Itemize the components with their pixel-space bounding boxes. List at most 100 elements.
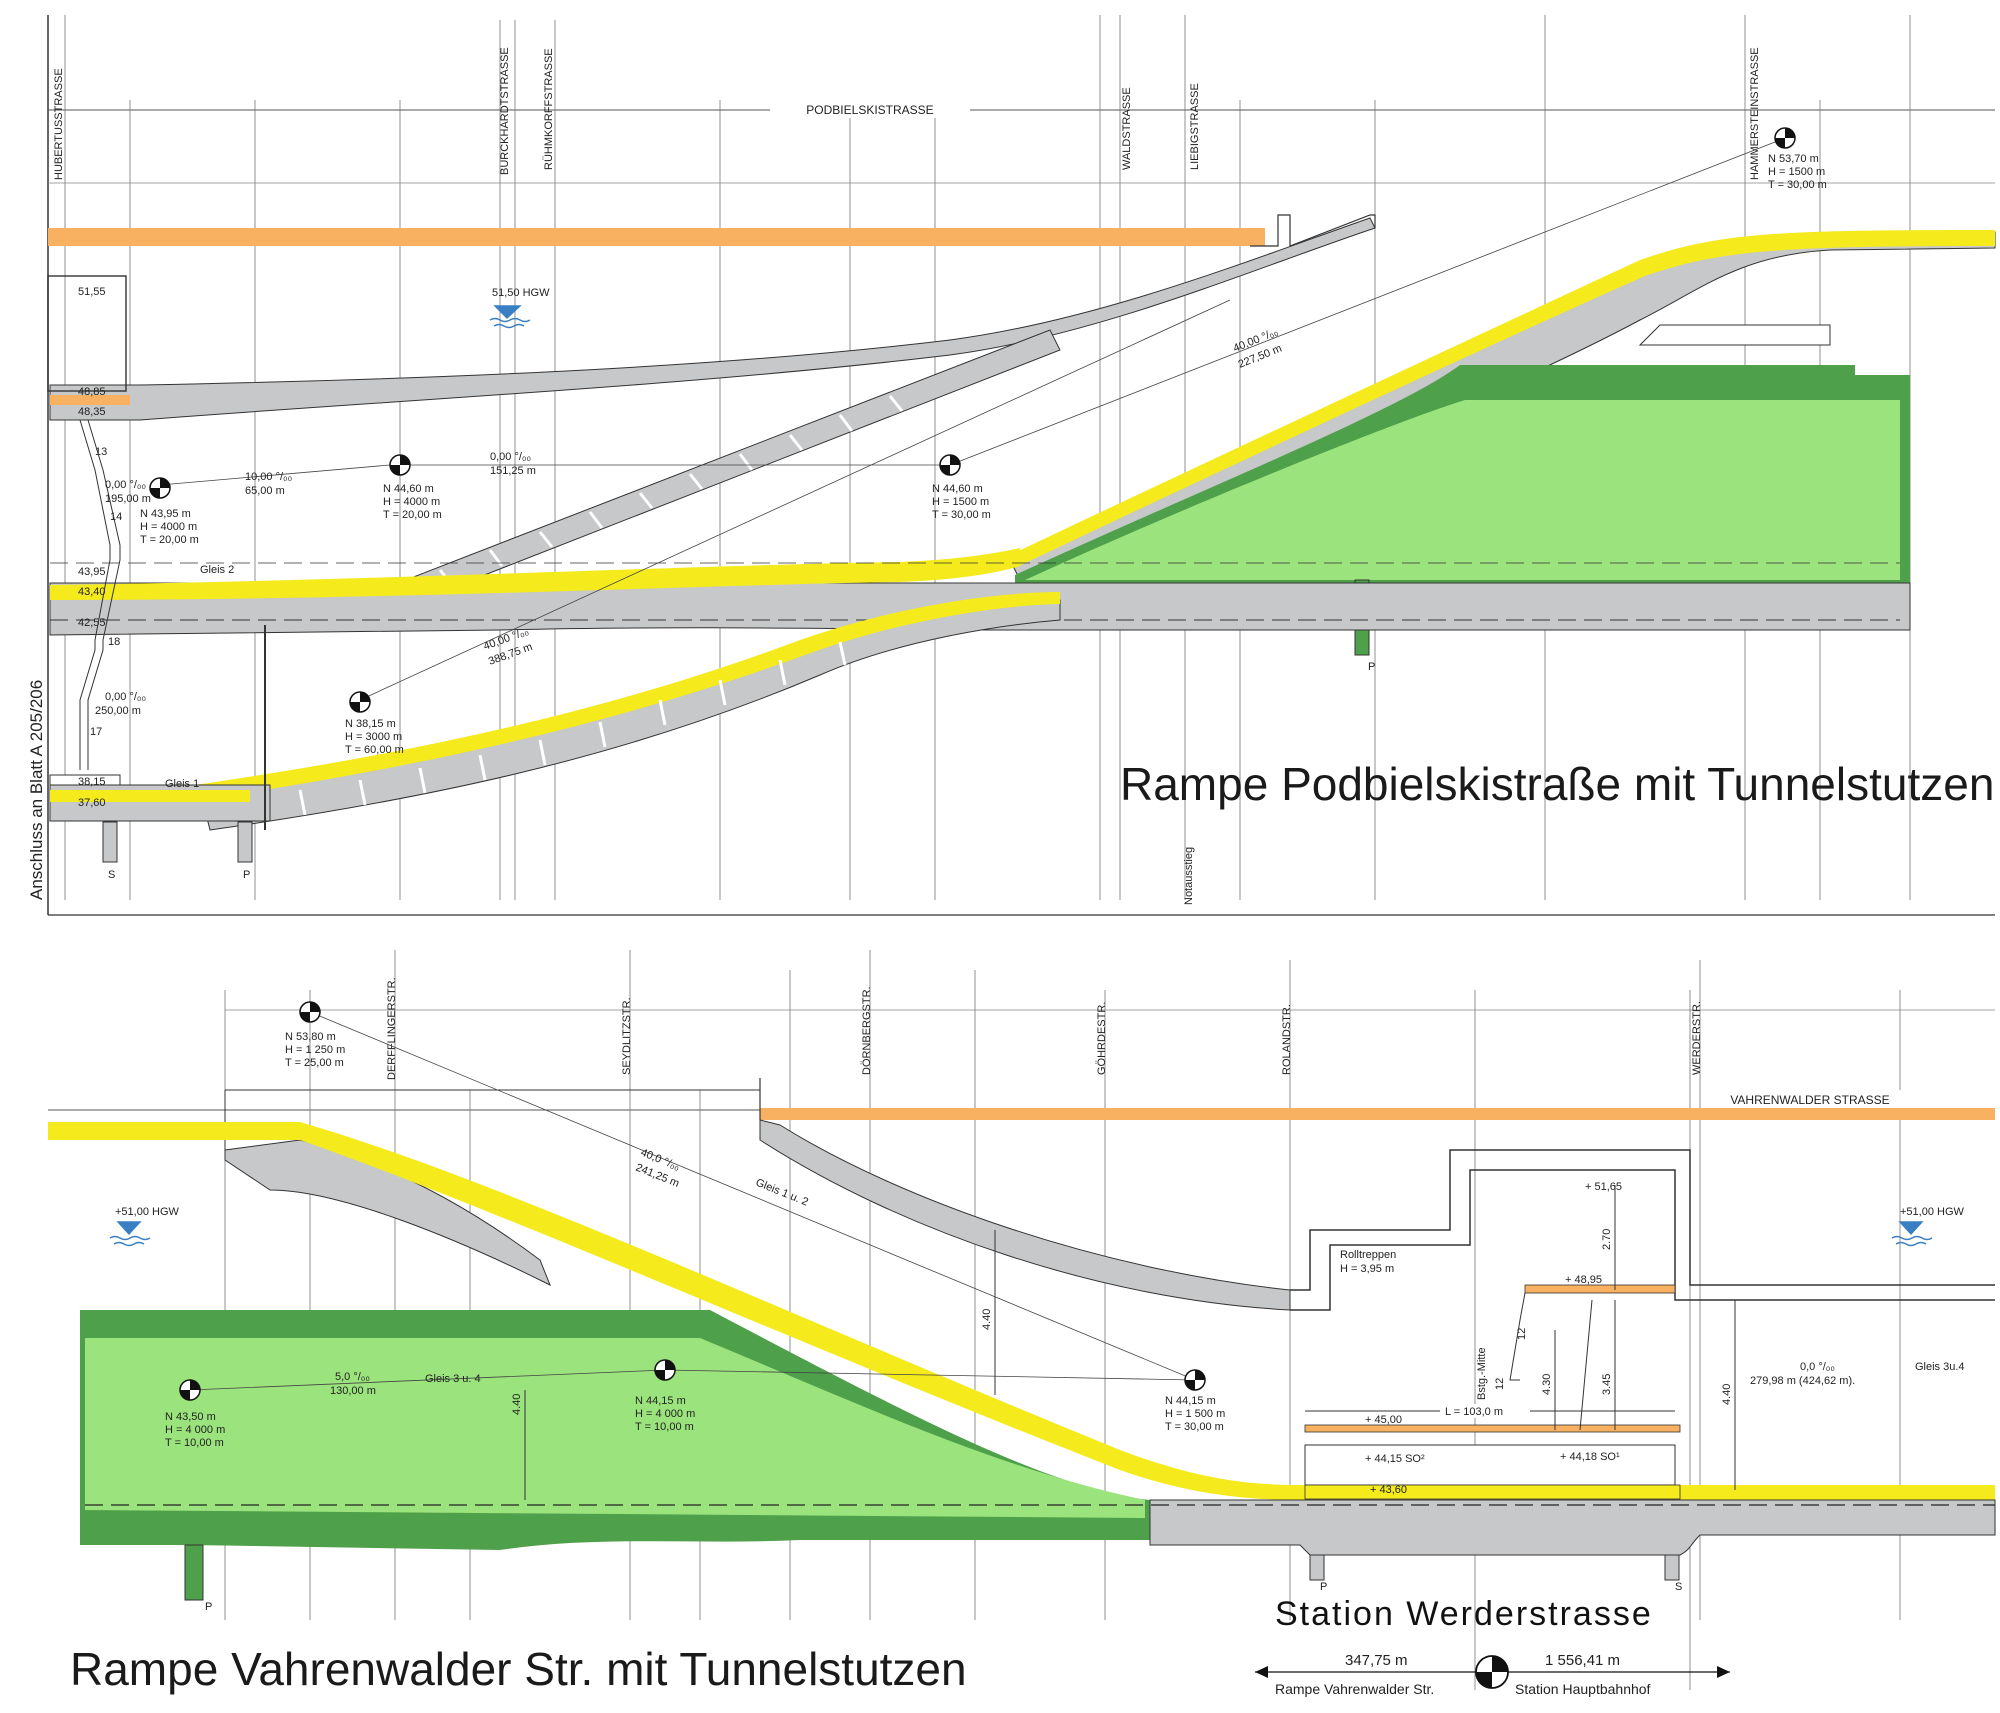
svg-text:N 43,50 m: N 43,50 m [165,1411,216,1423]
grade-label: 195,00 m [105,493,151,505]
track-label: Gleis 3u.4 [1915,1361,1965,1373]
svg-text:N 53,70 m: N 53,70 m [1768,153,1819,165]
svg-text:N 43,95 m: N 43,95 m [140,508,191,520]
top-plan: PODBIELSKISTRASSE HUBERTUSSTRASSE BURCKH… [27,15,1996,916]
svg-text:12: 12 [1494,1378,1506,1390]
svg-text:H = 3000 m: H = 3000 m [345,731,402,743]
level-label: 37,60 [78,797,106,809]
marker-s: S [1675,1581,1682,1593]
svg-text:N 44,60 m: N 44,60 m [383,483,434,495]
street-name: PODBIELSKISTRASSE [806,103,933,117]
grade-label: 130,00 m [330,1385,376,1397]
side-label: Anschluss an Blatt A 205/206 [27,680,46,900]
track-main [48,1122,1995,1500]
road-surface [48,228,1265,246]
level-labels: + 51,65 + 48,95 + 45,00 + 44,15 SO² + 44… [1365,1181,1622,1496]
marker-p: P [205,1601,212,1613]
svg-text:12: 12 [1516,1328,1528,1340]
vertical-curve-marker: N 44,15 m H = 4 000 m T = 10,00 m [635,1359,695,1433]
dimension-labels: 4.40 4.40 4.40 4.30 3.45 2.70 12 12 [511,1229,1733,1415]
upper-deck [49,217,1376,421]
distance-right-label: Station Hauptbahnhof [1515,1681,1651,1697]
svg-text:H = 1500 m: H = 1500 m [932,496,989,508]
level-label: 48,85 [78,386,106,398]
svg-text:H = 4000 m: H = 4000 m [383,496,440,508]
grade-label: 0,0 °/₀₀ [1800,1361,1835,1373]
svg-text:T = 30,00 m: T = 30,00 m [1768,179,1827,191]
cross-street-label: BURCKHARDTSTRASSE [499,47,511,175]
grade-label: 0,00 °/₀₀ [105,691,146,703]
grade-label: 65,00 m [245,485,285,497]
grade-label: 279,98 m (424,62 m). [1750,1375,1855,1387]
level-label: + 44,15 SO² [1365,1453,1425,1465]
grade-label: 0,00 °/₀₀ [105,479,146,491]
track-gleis-2 [50,548,1020,600]
vertical-curve-marker: N 53,70 m H = 1500 m T = 30,00 m [1768,127,1827,191]
road-surface [760,1108,1995,1120]
platform-length: L = 103,0 m [1445,1406,1503,1418]
marker-p: P [1320,1581,1327,1593]
level-label: + 48,95 [1565,1274,1602,1286]
vertical-curve-marker: N 38,15 m H = 3000 m T = 60,00 m [345,691,404,756]
top-plan-title: Rampe Podbielskistraße mit Tunnelstutzen [1120,758,1994,810]
track-label: Gleis 3 u. 4 [425,1373,481,1385]
level-label: + 44,18 SO¹ [1560,1451,1620,1463]
level-label: 48,35 [78,406,106,418]
svg-text:N 44,60 m: N 44,60 m [932,483,983,495]
bottom-plan: VAHRENWALDER STRASSE DERFFLINGERSTR. SEY… [48,950,1996,1697]
distance-left: 347,75 m [1345,1652,1408,1669]
svg-text:T = 30,00 m: T = 30,00 m [932,509,991,521]
svg-text:T = 30,00 m: T = 30,00 m [1165,1421,1224,1433]
vertical-curve-marker: N 53,80 m H = 1 250 m T = 25,00 m [285,1001,345,1069]
svg-text:2.70: 2.70 [1601,1229,1613,1250]
svg-text:T = 10,00 m: T = 10,00 m [635,1421,694,1433]
level-label: + 51,65 [1585,1181,1622,1193]
rolltreppen-label: Rolltreppen [1340,1249,1396,1261]
distance-marker: 347,75 m 1 556,41 m Rampe Vahrenwalder S… [1255,1652,1730,1697]
cross-street-label: LIEBIGSTRASSE [1189,83,1201,170]
marker-p: P [243,869,250,881]
cross-street-label: HAMMERSTEINSTRASSE [1749,47,1761,180]
bstg-mitte-label: Bstg.-Mitte [1476,1347,1488,1400]
distance-right: 1 556,41 m [1545,1652,1620,1669]
hgw-label: 51,50 HGW [492,287,550,299]
svg-text:H = 1 500 m: H = 1 500 m [1165,1408,1225,1420]
level-label: 42,55 [78,617,106,629]
rolltreppen-height: H = 3,95 m [1340,1263,1394,1275]
dimension-lines [524,1185,1736,1500]
svg-text:H = 4 000 m: H = 4 000 m [165,1424,225,1436]
level-label: + 45,00 [1365,1414,1402,1426]
grade-label: 0,00 °/₀₀ [490,451,531,463]
distance-left-label: Rampe Vahrenwalder Str. [1275,1681,1434,1697]
svg-text:4.40: 4.40 [981,1309,993,1330]
level-label: 38,15 [78,776,106,788]
level-label: 51,55 [78,286,106,298]
vertical-curve-marker: N 44,60 m H = 4000 m T = 20,00 m [383,454,442,521]
level-label: 43,95 [78,566,106,578]
track-gleis-1-ramp [195,592,1060,800]
bottom-plan-title: Rampe Vahrenwalder Str. mit Tunnelstutze… [70,1643,967,1695]
marker-s: S [108,869,115,881]
hgw-label: +51,00 HGW [115,1206,180,1218]
notausstieg-label: Notausstieg [1183,847,1195,905]
svg-text:4.40: 4.40 [1721,1384,1733,1405]
cross-street-label: ROLANDSTR. [1281,1004,1293,1075]
cross-street-label: RÜHMKORFFSTRASSE [543,48,555,170]
svg-text:H = 1 250 m: H = 1 250 m [285,1044,345,1056]
svg-text:T = 25,00 m: T = 25,00 m [285,1057,344,1069]
tunnel-stub-light [85,1338,1145,1518]
number-label: 17 [90,726,102,738]
vertical-curve-marker: N 43,95 m H = 4000 m T = 20,00 m [140,477,199,546]
level-labels: 51,55 48,85 48,35 43,95 43,40 42,55 38,1… [78,286,122,809]
cross-street-label: WALDSTRASSE [1121,87,1133,170]
level-label: + 43,60 [1370,1484,1407,1496]
grade-label: 10,00 °/₀₀ [245,471,292,483]
grade-label: 151,25 m [490,465,536,477]
svg-text:T = 20,00 m: T = 20,00 m [140,534,199,546]
svg-text:T = 20,00 m: T = 20,00 m [383,509,442,521]
svg-text:N 44,15 m: N 44,15 m [1165,1395,1216,1407]
cross-street-label: GÖHRDESTR. [1096,1002,1108,1075]
station-title: Station Werderstrasse [1275,1595,1653,1633]
grade-label: 250,00 m [95,705,141,717]
